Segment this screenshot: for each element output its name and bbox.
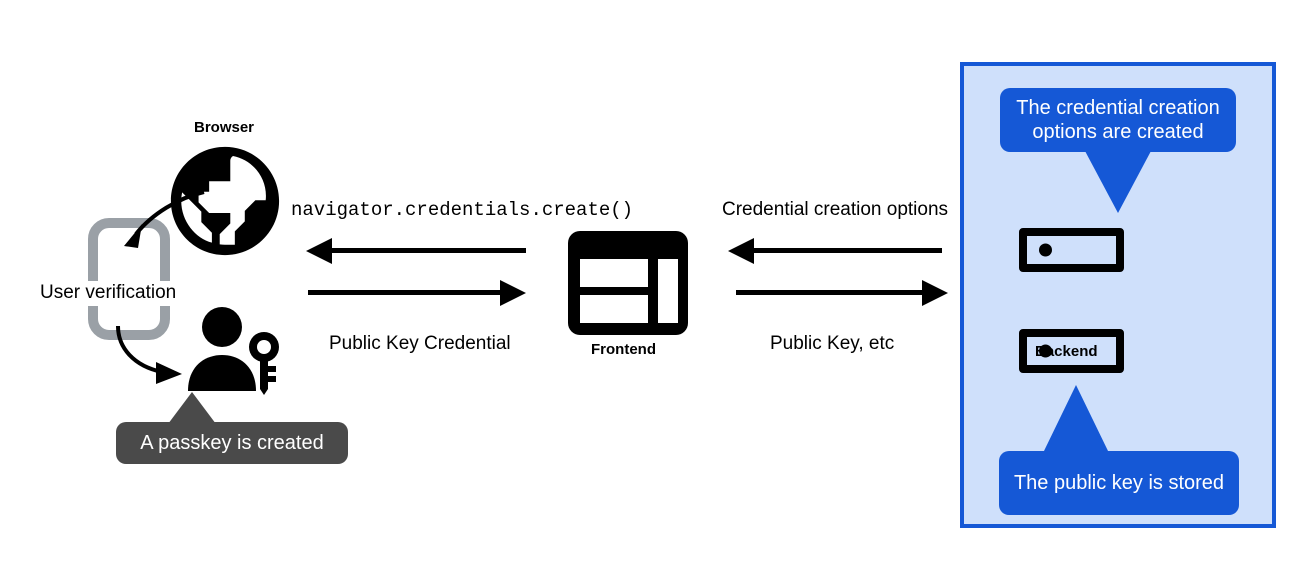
callout-passkey-created-tail bbox=[168, 392, 216, 424]
browser-label: Browser bbox=[194, 119, 255, 136]
arrow-label-public-key-credential: Public Key Credential bbox=[329, 333, 511, 354]
backend-label: Backend bbox=[1035, 343, 1098, 360]
callout-key-stored: The public key is stored bbox=[999, 451, 1239, 515]
callout-options-created-text: The credential creation options are crea… bbox=[1016, 96, 1220, 143]
arrow-phone-to-user bbox=[112, 322, 222, 400]
arrow-label-navigator-create: navigator.credentials.create() bbox=[291, 199, 634, 221]
callout-key-stored-tail bbox=[1043, 385, 1109, 453]
frontend-label: Frontend bbox=[591, 341, 656, 358]
callout-passkey-created-text: A passkey is created bbox=[140, 431, 324, 454]
arrow-label-credential-creation-options: Credential creation options bbox=[722, 199, 949, 220]
arrow-globe-to-phone bbox=[100, 186, 210, 266]
smartphone-icon bbox=[88, 218, 170, 340]
web-layout-icon bbox=[568, 231, 688, 335]
callout-options-created: The credential creation options are crea… bbox=[1000, 88, 1236, 152]
globe-icon bbox=[166, 142, 284, 260]
callout-key-stored-text: The public key is stored bbox=[1013, 471, 1225, 494]
server-led-bottom bbox=[1039, 344, 1052, 358]
callout-passkey-created: A passkey is created bbox=[116, 422, 348, 464]
user-with-key-icon bbox=[186, 307, 284, 395]
server-led-top bbox=[1039, 243, 1052, 257]
user-verification-label: User verification bbox=[38, 281, 179, 306]
server-stack-icon bbox=[0, 0, 1124, 373]
arrow-label-public-key-etc: Public Key, etc bbox=[770, 333, 895, 354]
callout-options-created-tail bbox=[1085, 151, 1151, 213]
